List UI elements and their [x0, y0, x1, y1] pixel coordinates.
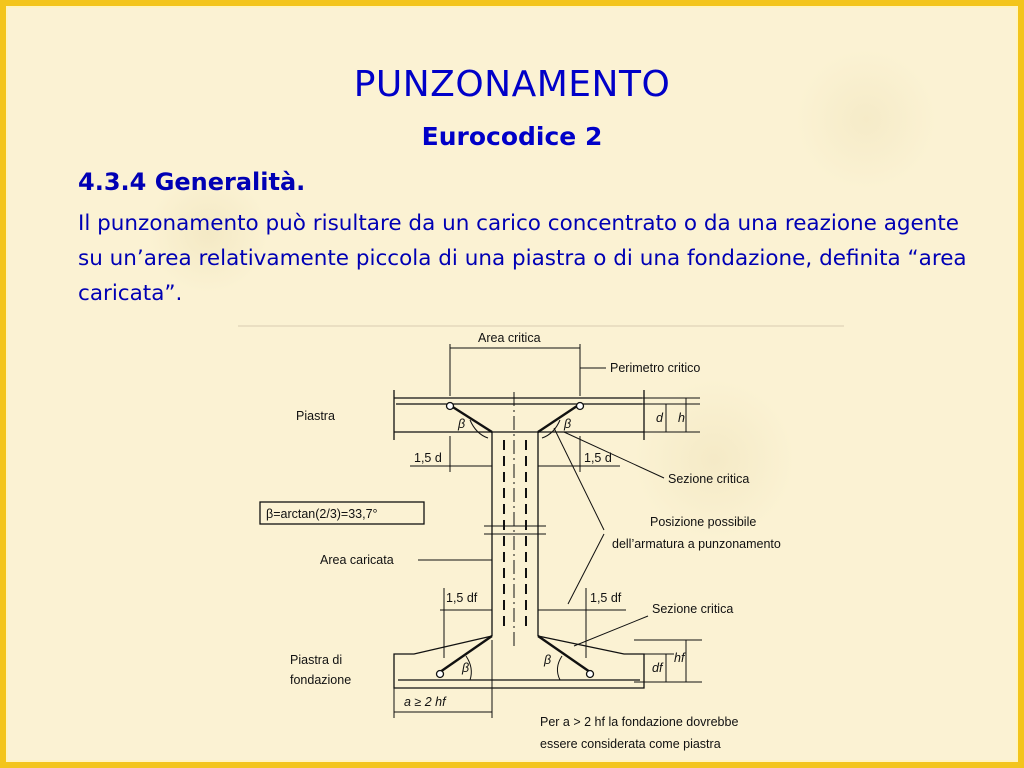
angle-arc-top-right	[541, 419, 561, 439]
critical-section-top-left	[447, 402, 493, 434]
angle-arc-top-left	[469, 419, 489, 439]
posizione-label-2: dell’armatura a punzonamento	[612, 537, 781, 551]
fondazione-label: fondazione	[290, 673, 351, 687]
sezione-top-leader	[563, 431, 665, 479]
note-line-1: Per a > 2 hf la fondazione dovrebbe	[540, 715, 738, 729]
sezione-critica-top-label: Sezione critica	[668, 472, 749, 486]
posizione-label-1: Posizione possibile	[650, 515, 756, 529]
angle-arc-bottom-left	[465, 655, 472, 681]
body-paragraph: Il punzonamento può risultare da un cari…	[78, 211, 967, 306]
beta-formula: β=arctan(2/3)=33,7°	[266, 507, 378, 521]
critical-section-top-right	[537, 403, 581, 433]
node-bottom-right	[585, 669, 595, 679]
hf-label: hf	[674, 651, 686, 665]
sezione-critica-bottom-label: Sezione critica	[652, 602, 733, 616]
beta-top-left: β	[457, 417, 465, 431]
piastra-di-label: Piastra di	[290, 653, 342, 667]
critical-section-bottom-right	[537, 635, 591, 673]
perimetro-critico-label: Perimetro critico	[610, 361, 700, 375]
critical-section-bottom-left	[439, 635, 493, 673]
d15-left-label: 1,5 d	[414, 451, 442, 465]
foundation-outline	[393, 635, 645, 689]
beta-bottom-right: β	[543, 653, 551, 667]
punching-shear-diagram: Area critica Perimetro critico Piastra d…	[238, 325, 844, 751]
beta-bottom-left: β	[461, 661, 469, 675]
df15-right-label: 1,5 df	[590, 591, 622, 605]
sezione-bottom-leader	[573, 615, 649, 647]
area-caricata-label: Area caricata	[320, 553, 394, 567]
df-label: df	[652, 661, 664, 675]
section-heading: 4.3.4 Generalità.	[78, 168, 306, 196]
angle-arc-bottom-right	[556, 655, 563, 681]
df15-left-label: 1,5 df	[446, 591, 478, 605]
node-top-left	[445, 401, 455, 411]
piastra-label: Piastra	[296, 409, 335, 423]
h-label: h	[678, 411, 685, 425]
beta-top-right: β	[563, 417, 571, 431]
note-line-2: essere considerata come piastra	[540, 737, 721, 751]
posizione-leader-top	[553, 427, 605, 531]
slide-subtitle: Eurocodice 2	[421, 122, 603, 151]
slide-title: PUNZONAMENTO	[353, 64, 671, 105]
d-label: d	[656, 411, 664, 425]
node-top-right	[575, 401, 585, 411]
node-bottom-left	[435, 669, 445, 679]
d15-right-label: 1,5 d	[584, 451, 612, 465]
a-label: a ≥ 2 hf	[404, 695, 447, 709]
area-critica-label: Area critica	[478, 331, 541, 345]
posizione-leader-bottom	[567, 533, 605, 605]
beta-formula-box	[259, 501, 425, 525]
